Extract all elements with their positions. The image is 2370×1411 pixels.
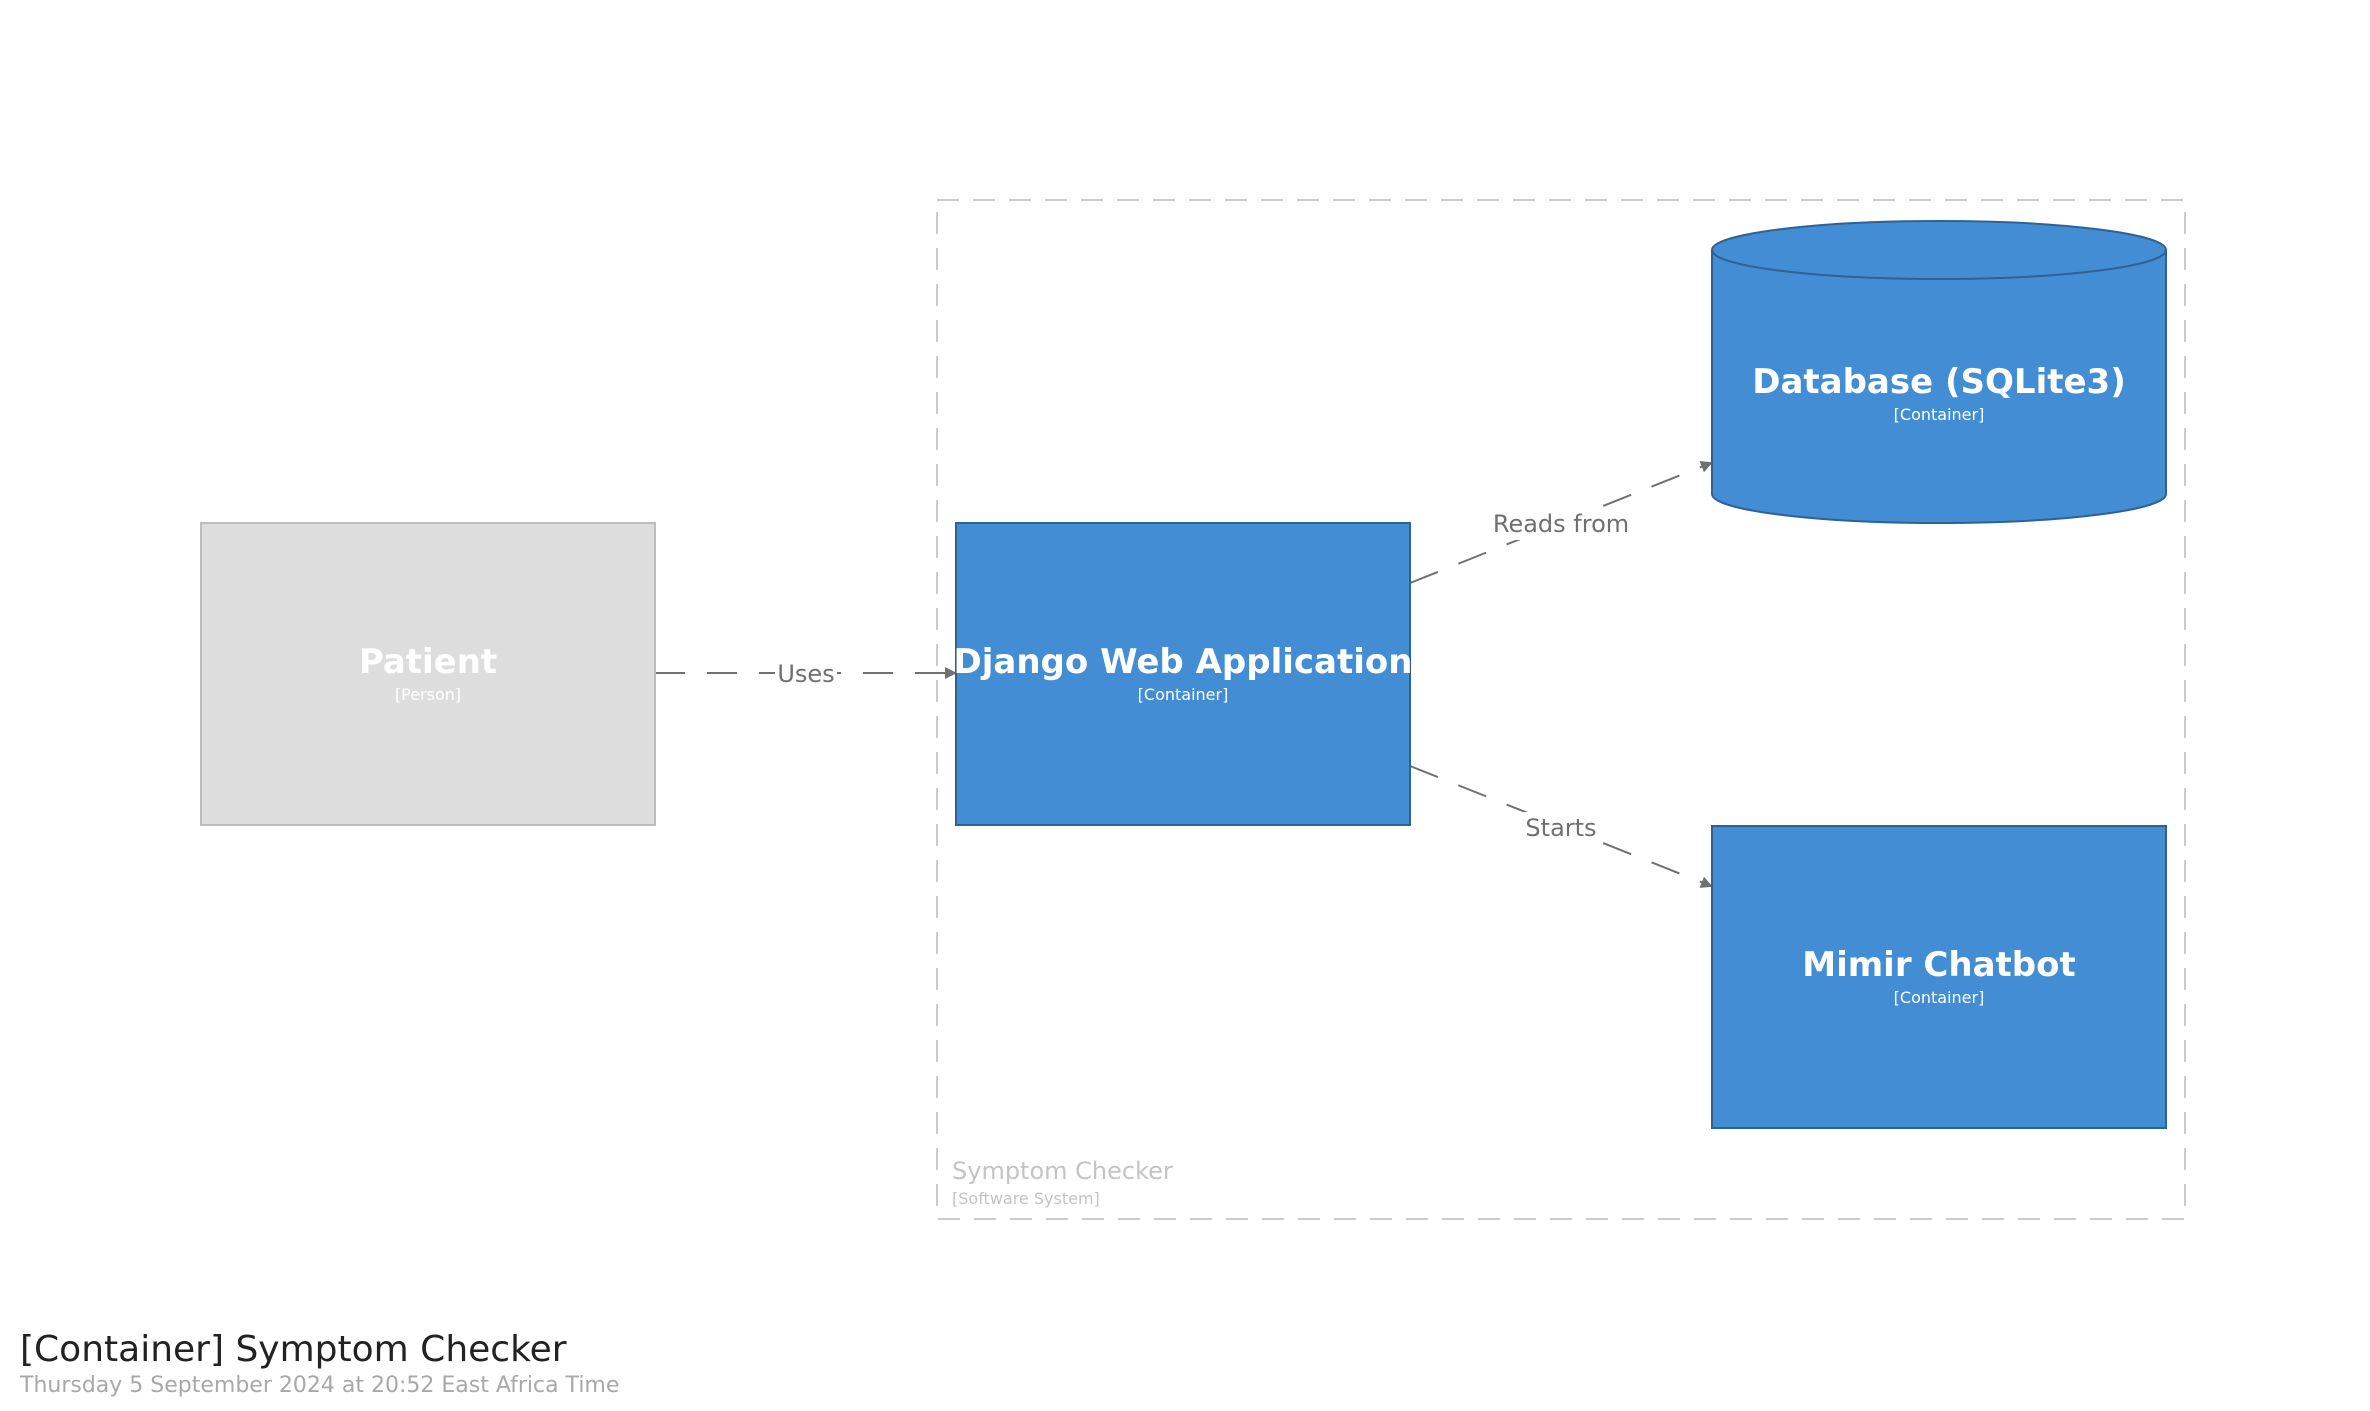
node-database[interactable]: Database (SQLite3) [Container] (1711, 220, 2167, 524)
boundary-type: [Software System] (952, 1189, 1100, 1208)
node-mimir-chatbot[interactable]: Mimir Chatbot [Container] (1711, 825, 2167, 1129)
patient-type: [Person] (395, 685, 461, 704)
webapp-title: Django Web Application (954, 642, 1413, 682)
node-patient[interactable]: Patient [Person] (200, 522, 656, 826)
diagram-title: [Container] Symptom Checker (20, 1329, 567, 1370)
edge-starts[interactable]: Starts (1409, 765, 1713, 888)
boundary-name: Symptom Checker (952, 1157, 1173, 1185)
chatbot-type: [Container] (1894, 988, 1985, 1007)
diagram-timestamp: Thursday 5 September 2024 at 20:52 East … (20, 1373, 620, 1398)
database-type: [Container] (1894, 405, 1985, 424)
webapp-type: [Container] (1138, 685, 1229, 704)
edge-uses[interactable]: Uses (655, 658, 957, 688)
node-django-web-application[interactable]: Django Web Application [Container] (954, 522, 1413, 826)
edge-reads-from[interactable]: Reads from (1409, 461, 1713, 584)
software-system-boundary: Symptom Checker [Software System] (936, 199, 2186, 1220)
chatbot-title: Mimir Chatbot (1802, 945, 2075, 985)
edge-label-uses: Uses (777, 660, 834, 688)
database-title: Database (SQLite3) (1752, 362, 2126, 402)
edge-label-reads-from: Reads from (1493, 510, 1629, 538)
patient-title: Patient (359, 642, 497, 682)
edge-label-starts: Starts (1525, 814, 1596, 842)
diagram-footer: [Container] Symptom Checker Thursday 5 S… (20, 1328, 619, 1400)
